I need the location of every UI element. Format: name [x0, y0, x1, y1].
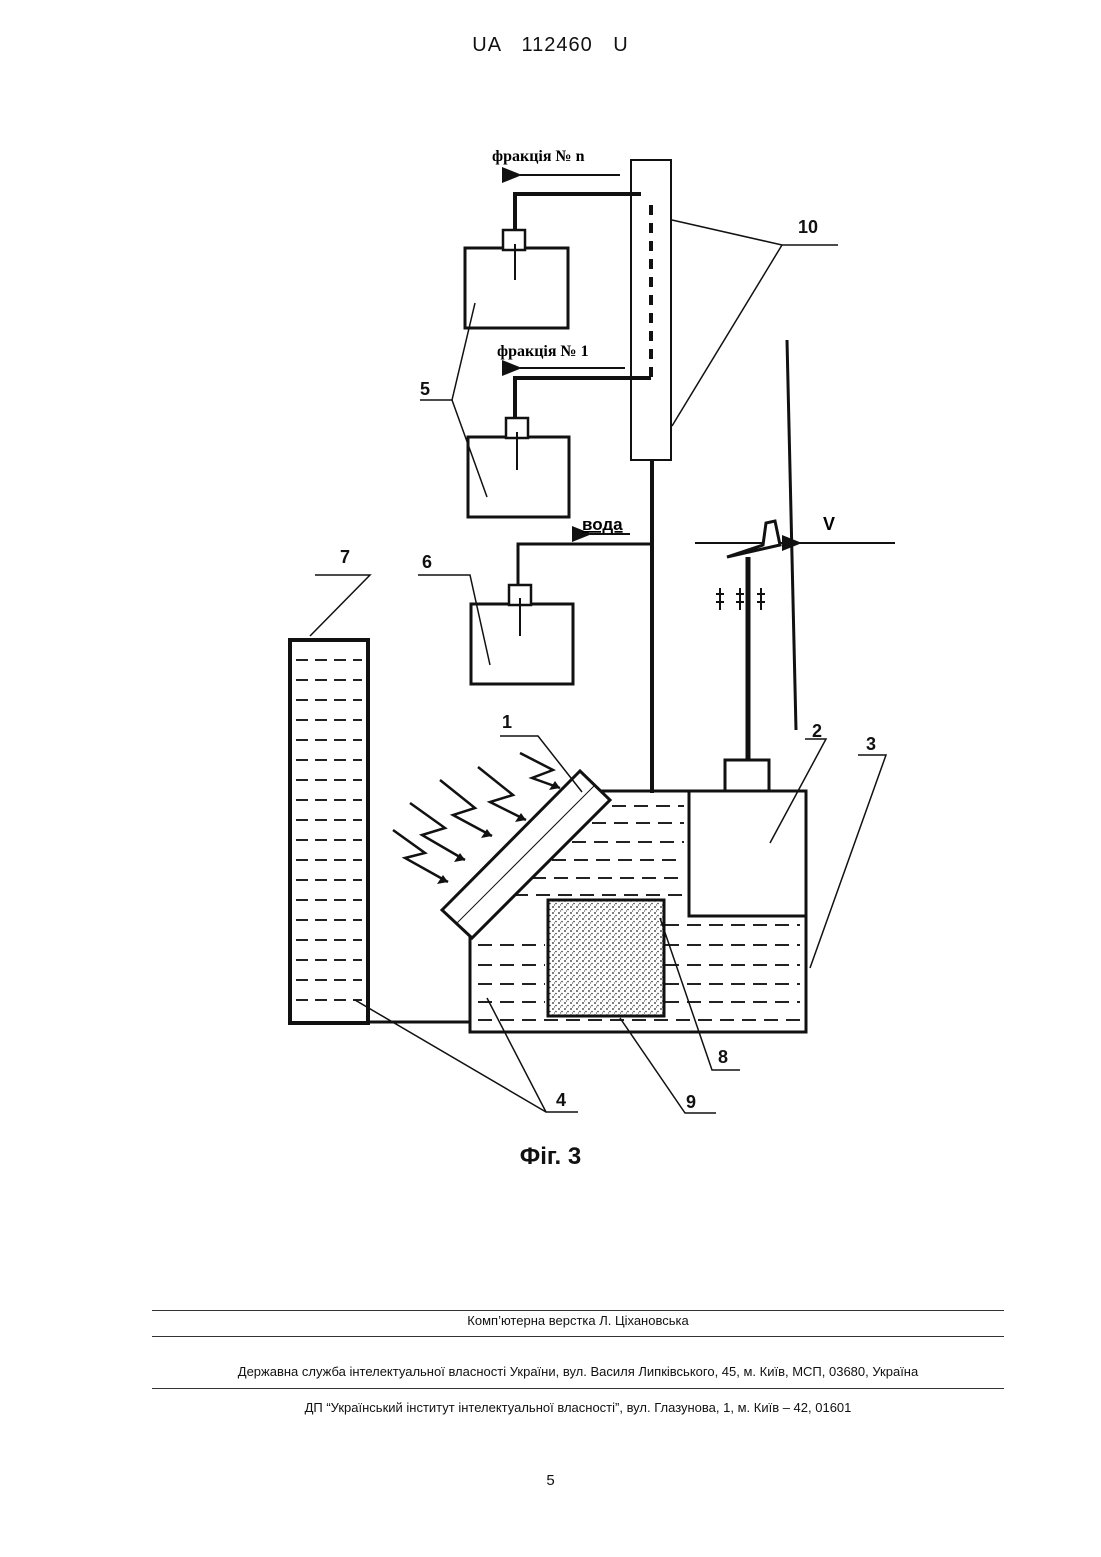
- label-9: 9: [686, 1092, 696, 1112]
- label-7: 7: [340, 547, 350, 567]
- wind-velocity-label: V: [823, 514, 835, 534]
- label-2: 2: [812, 721, 822, 741]
- institute-address: ДП “Український інститут інтелектуальної…: [152, 1400, 1004, 1415]
- label-10: 10: [798, 217, 818, 237]
- fraction-1-label: фракція № 1: [497, 343, 589, 360]
- fraction-n-label: фракція № n: [492, 148, 585, 165]
- fraction-n-container: [465, 248, 568, 328]
- fraction-1-container: [468, 437, 569, 517]
- turbine-mast: [787, 340, 796, 730]
- figure-caption: Фіг. 3: [0, 1143, 1101, 1171]
- label-8: 8: [718, 1047, 728, 1067]
- apparatus-diagram: фракція № n фракція № 1 вода V: [0, 0, 1101, 1200]
- water-pipe: [518, 544, 652, 590]
- storage-tank: [290, 640, 368, 1023]
- turbine-blade: [727, 521, 780, 557]
- drive-coupling: [725, 760, 769, 791]
- heat-storage-block: [548, 900, 664, 1016]
- footer-rule-bottom: [152, 1388, 1004, 1389]
- fraction-n-pipe: [515, 194, 641, 235]
- footer-rule-middle: [152, 1336, 1004, 1337]
- patent-figure: фракція № n фракція № 1 вода V: [0, 0, 1101, 1200]
- label-1: 1: [502, 712, 512, 732]
- label-4: 4: [556, 1090, 566, 1110]
- label-3: 3: [866, 734, 876, 754]
- footer-rule-top: [152, 1310, 1004, 1311]
- label-5: 5: [420, 379, 430, 399]
- water-label: вода: [582, 515, 623, 534]
- water-container: [471, 604, 573, 684]
- issuer-address: Державна служба інтелектуальної власност…: [152, 1364, 1004, 1379]
- layout-credit: Комп’ютерна верстка Л. Ціхановська: [152, 1313, 1004, 1328]
- page-number: 5: [0, 1472, 1101, 1489]
- label-6: 6: [422, 552, 432, 572]
